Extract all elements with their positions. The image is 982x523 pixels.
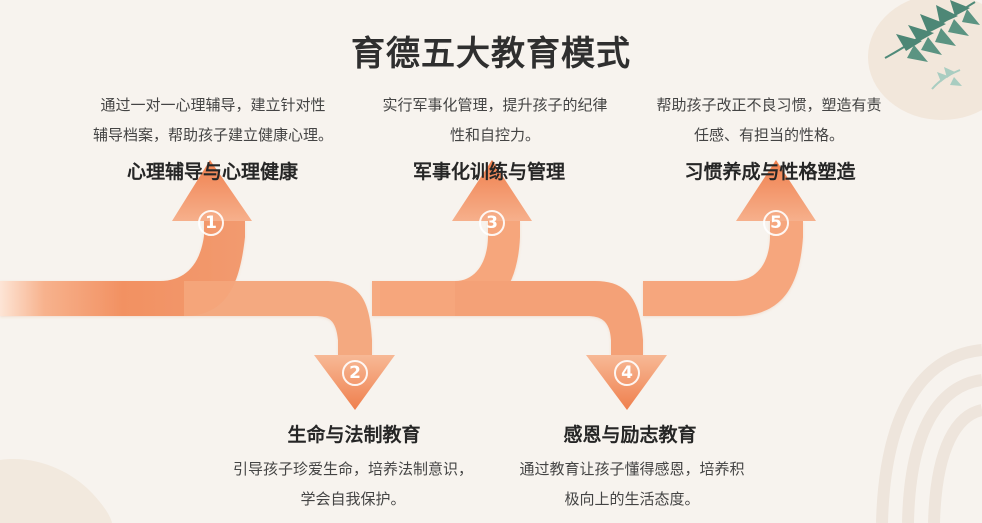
flow-ribbon [0,221,803,355]
step-4-number-badge: 4 [614,360,640,386]
bottom-left-arc-decoration [0,459,112,523]
step-2-heading: 生命与法制教育 [287,424,421,446]
step-3-heading: 军事化训练与管理 [412,161,565,183]
palm-leaf-decoration [884,0,980,90]
step-5-number-badge: 5 [763,210,789,236]
step-1-number-badge: 1 [198,210,224,236]
step-2-description-line-2: 学会自我保护。 [300,490,406,508]
step-5-heading: 习惯养成与性格塑造 [684,161,856,183]
arrow-head-1 [172,160,252,221]
step-4-description-line-2: 极向上的生活态度。 [564,490,700,508]
step-3-description: 实行军事化管理，提升孩子的纪律 性和自控力。 [360,90,630,150]
step-2-description: 引导孩子珍爱生命，培养法制意识， 学会自我保护。 [208,454,498,514]
arrow-head-5 [736,160,816,221]
step-2-description-line-1: 引导孩子珍爱生命，培养法制意识， [232,460,473,478]
step-3-description-line-2: 性和自控力。 [449,126,540,144]
step-4-description: 通过教育让孩子懂得感恩，培养积 极向上的生活态度。 [497,454,767,514]
step-1-heading: 心理辅导与心理健康 [126,161,298,183]
step-1-description: 通过一对一心理辅导，建立针对性 辅导档案，帮助孩子建立健康心理。 [78,90,348,150]
step-1-description-line-2: 辅导档案，帮助孩子建立健康心理。 [92,126,333,144]
arrow-head-3 [452,160,532,221]
step-5-description-line-1: 帮助孩子改正不良习惯，塑造有责 [656,96,882,114]
page-title: 育德五大教育模式 [351,34,631,74]
step-3-number-badge: 3 [479,210,505,236]
step-5-description: 帮助孩子改正不良习惯，塑造有责 任感、有担当的性格。 [634,90,904,150]
step-4-description-line-1: 通过教育让孩子懂得感恩，培养积 [519,460,745,478]
step-4-heading: 感恩与励志教育 [563,424,697,446]
step-1-description-line-1: 通过一对一心理辅导，建立针对性 [100,96,326,114]
bottom-right-arc-decoration [876,344,982,523]
step-3-description-line-1: 实行军事化管理，提升孩子的纪律 [382,96,608,114]
step-2-number-badge: 2 [342,360,368,386]
step-5-description-line-2: 任感、有担当的性格。 [693,126,844,144]
